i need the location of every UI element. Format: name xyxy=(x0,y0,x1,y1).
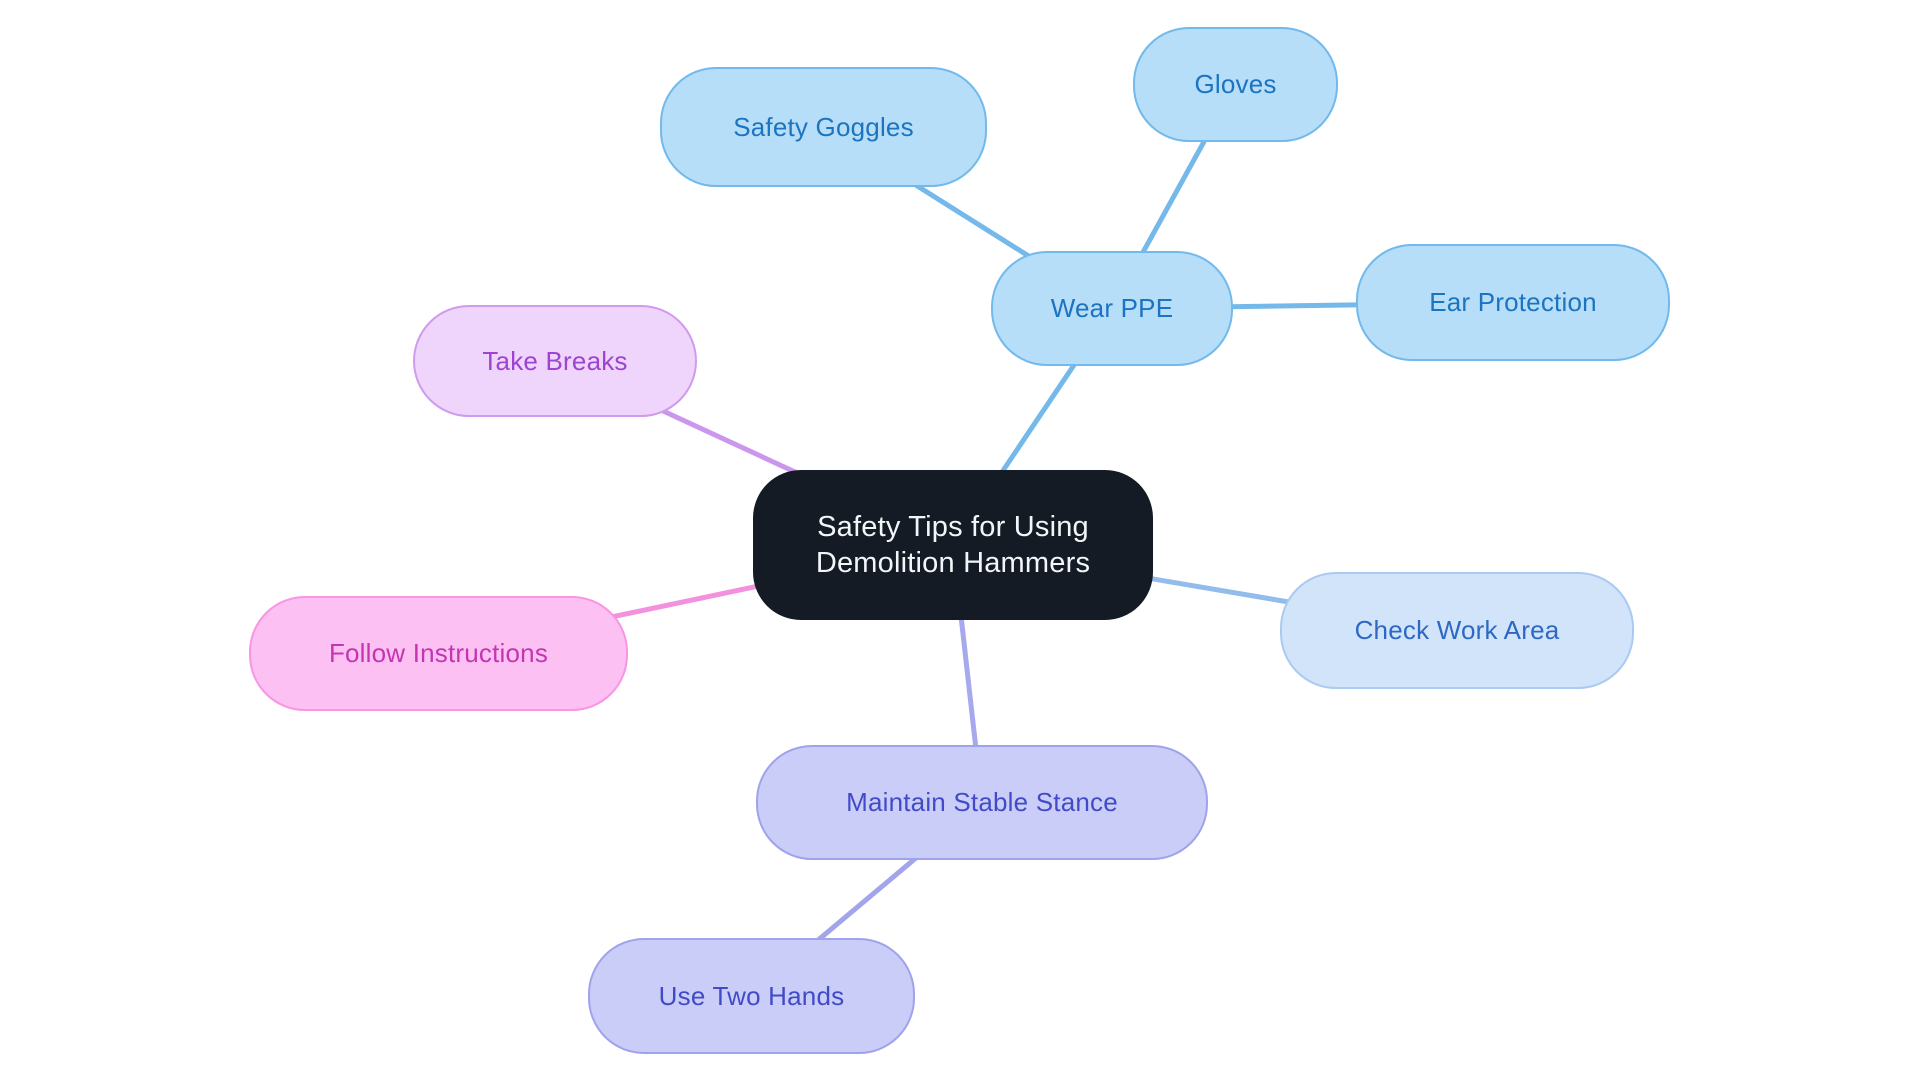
node-follow-instructions[interactable]: Follow Instructions xyxy=(249,596,628,711)
node-root-safety-tips[interactable]: Safety Tips for Using Demolition Hammers xyxy=(753,470,1153,620)
node-label: Safety Goggles xyxy=(733,111,914,142)
node-safety-goggles[interactable]: Safety Goggles xyxy=(660,67,987,187)
node-label: Safety Tips for Using Demolition Hammers xyxy=(815,510,1091,579)
node-gloves[interactable]: Gloves xyxy=(1133,27,1338,142)
node-take-breaks[interactable]: Take Breaks xyxy=(413,305,697,417)
node-label: Ear Protection xyxy=(1429,287,1597,318)
node-label: Check Work Area xyxy=(1354,615,1560,646)
node-use-two-hands[interactable]: Use Two Hands xyxy=(588,938,915,1054)
node-label: Take Breaks xyxy=(482,345,628,376)
node-check-work-area[interactable]: Check Work Area xyxy=(1280,572,1634,689)
node-label: Follow Instructions xyxy=(328,638,549,669)
node-wear-ppe[interactable]: Wear PPE xyxy=(991,251,1233,366)
node-maintain-stable-stance[interactable]: Maintain Stable Stance xyxy=(756,745,1208,860)
node-label: Gloves xyxy=(1194,69,1277,100)
node-label: Use Two Hands xyxy=(658,980,845,1011)
node-label: Maintain Stable Stance xyxy=(846,787,1118,818)
node-label: Wear PPE xyxy=(1050,293,1174,324)
node-ear-protection[interactable]: Ear Protection xyxy=(1356,244,1670,361)
